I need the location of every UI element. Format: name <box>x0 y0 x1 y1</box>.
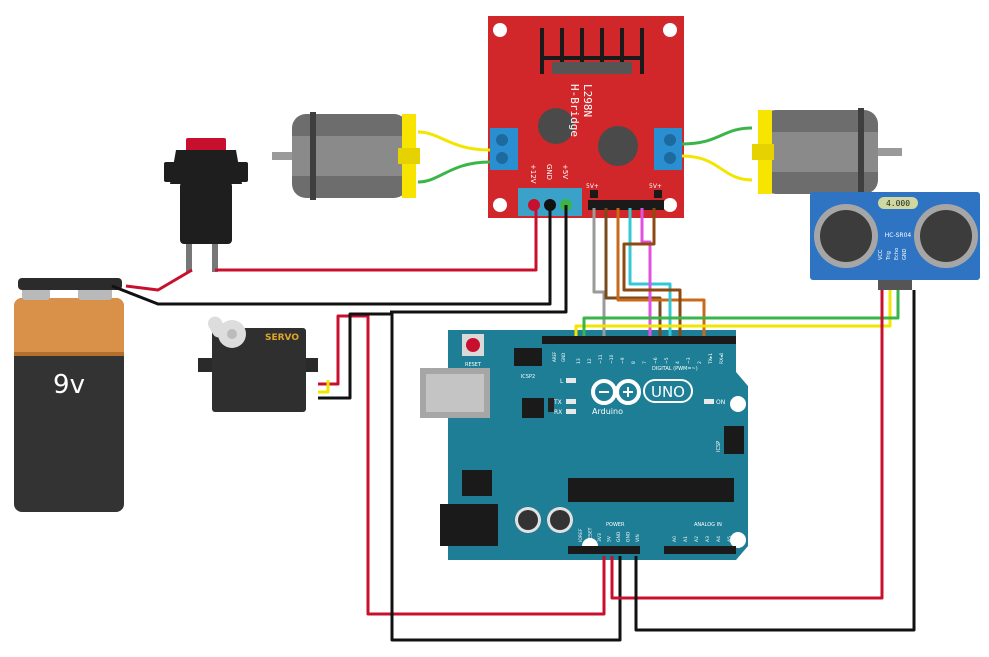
digital-pin-label-6: 7 <box>642 361 648 364</box>
wire-servo-black <box>318 312 622 642</box>
wire-sensor-echo-green <box>582 290 900 336</box>
battery-9v: 9v <box>14 278 124 512</box>
power-pin-label-3: 5V <box>607 535 613 542</box>
power-pin-label-4: GND <box>616 531 622 542</box>
analog-header <box>664 546 736 554</box>
en-a-label: 5V+ <box>586 183 599 190</box>
digital-pin-label-3: ~10 <box>609 354 615 364</box>
battery-label: 9v <box>53 370 85 400</box>
heatsink <box>540 28 644 74</box>
digital-pin-label-12: TX▸1 <box>708 353 714 365</box>
wire-battery-plus-red <box>125 268 193 292</box>
icsp2-label: ICSP2 <box>521 374 535 380</box>
wire-battery-minus-black <box>111 205 552 306</box>
hbridge-terminal-left <box>490 128 518 170</box>
wire-button-to-12v-red <box>215 205 538 272</box>
led-tx-label: TX <box>553 399 562 406</box>
sensor-pin-trig: Trig <box>886 251 892 261</box>
dc-motor-left <box>272 112 420 200</box>
wire-ctrl-grey <box>592 208 606 336</box>
aref-label: AREF <box>552 351 557 362</box>
analog-pin-labels: A0 A1 A2 A3 A4 A5 <box>672 536 733 542</box>
wire-hbridge-5v <box>390 205 568 314</box>
analog-pin-label-2: A2 <box>694 536 700 542</box>
wire-servo-red <box>318 314 606 616</box>
arduino-logo: UNO Arduino <box>591 379 693 416</box>
analog-label: ANALOG IN <box>694 522 722 528</box>
dc-jack <box>440 504 498 546</box>
hc-sr04-sensor: 4.000 HC-SR04 VCC Trig Echo GND <box>810 192 980 290</box>
wire-sensor-vcc-red <box>610 290 884 600</box>
wire-sensor-gnd-black <box>634 290 916 632</box>
hbridge-title-line1: L298N <box>581 84 594 117</box>
gnd-top-label: GND <box>561 353 566 362</box>
wire-motor-right-green <box>681 126 753 146</box>
wires <box>111 126 916 642</box>
sensor-pin-echo: Echo <box>894 248 900 260</box>
en-b-label: 5V+ <box>649 183 662 190</box>
led-rx-label: RX <box>554 409 562 416</box>
icsp-label: ICSP <box>716 441 722 452</box>
digital-pin-label-9: 4 <box>675 361 681 364</box>
analog-pin-label-0: A0 <box>672 536 678 542</box>
power-pin-label-2: 3V3 <box>597 533 603 542</box>
on-label: ON <box>716 399 725 406</box>
power-pin-label-0: IOREF <box>578 528 584 542</box>
wire-servo-yellow <box>318 380 330 394</box>
digital-pin-label-7: ~6 <box>653 357 659 364</box>
hbridge-title-line2: H-Bridge <box>568 84 581 137</box>
wire-motor-left-yellow <box>417 130 491 152</box>
servo-motor: SERVO <box>198 316 318 412</box>
digital-pin-label-4: ~9 <box>620 357 626 364</box>
pin-label-5v: +5V <box>561 164 569 179</box>
digital-pin-label-13: RX◂0 <box>719 353 725 364</box>
analog-pin-label-3: A3 <box>705 536 711 542</box>
sensor-pin-vcc: VCC <box>878 249 884 260</box>
wire-sensor-trig-yellow <box>574 290 892 336</box>
led-l-label: L <box>560 378 564 385</box>
sensor-pin-gnd: GND <box>902 248 908 260</box>
analog-pin-label-4: A4 <box>716 536 722 542</box>
power-pin-label-5: GND <box>626 531 632 542</box>
power-pin-label-6: VIN <box>635 534 641 542</box>
reset-label: RESET <box>465 362 482 368</box>
digital-pin-label-10: ~3 <box>686 357 692 364</box>
pin-label-gnd: GND <box>545 164 553 180</box>
digital-pin-label-1: 12 <box>587 358 593 364</box>
hbridge-terminal-right <box>654 128 682 170</box>
digital-label: DIGITAL (PWM=~) <box>652 366 698 372</box>
digital-pin-label-8: ~5 <box>664 357 670 364</box>
wire-motor-left-green <box>417 160 491 184</box>
wire-motor-right-yellow <box>681 154 753 182</box>
power-label: POWER <box>606 522 625 528</box>
power-header <box>568 546 640 554</box>
digital-header <box>542 336 736 344</box>
dc-motor-right <box>752 108 902 196</box>
power-pin-label-1: RESET <box>588 527 594 542</box>
digital-pin-labels: 13 12 ~11 ~10 ~9 8 7 ~6 ~5 4 ~3 2 TX▸1 RX◂0 <box>576 353 725 365</box>
atmega-chip <box>568 478 734 502</box>
analog-pin-label-1: A1 <box>683 536 689 542</box>
analog-pin-label-5: A5 <box>727 536 733 542</box>
digital-pin-label-0: 13 <box>576 358 582 364</box>
pin-label-12v: +12V <box>529 164 537 184</box>
arduino-text: Arduino <box>592 407 623 416</box>
uno-text: UNO <box>651 383 685 401</box>
sensor-display: 4.000 <box>886 199 910 208</box>
digital-pin-label-2: ~11 <box>598 354 604 364</box>
push-button <box>164 138 248 272</box>
wire-ctrl-brown2 <box>622 208 682 336</box>
sensor-model: HC-SR04 <box>885 232 912 239</box>
servo-label: SERVO <box>265 333 299 343</box>
digital-pin-label-11: 2 <box>697 361 703 364</box>
l298n-hbridge: L298N H-Bridge +12V GND +5V 5V+ 5V+ <box>488 16 684 218</box>
digital-pin-label-5: 8 <box>631 361 637 364</box>
